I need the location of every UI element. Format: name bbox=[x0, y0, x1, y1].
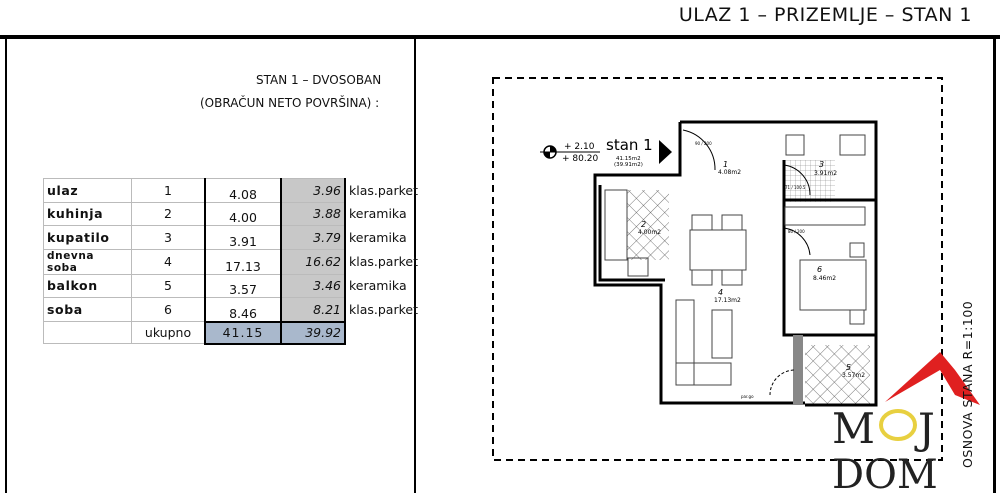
total-label: ukupno bbox=[131, 321, 206, 344]
floor-plan: + 2.10 + 80.20 stan 1 41.15m2 (39.91m2) … bbox=[492, 77, 980, 493]
room-1-area: 4.08m2 bbox=[718, 169, 741, 176]
room-name: kupatilo bbox=[43, 225, 132, 250]
calculation-heading: (OBRAČUN NETO POVRŠINA) : bbox=[200, 96, 380, 110]
room-material: keramika bbox=[349, 229, 407, 245]
door-swings bbox=[682, 129, 811, 396]
unit-net: (39.91m2) bbox=[614, 162, 643, 168]
balcony-floor bbox=[805, 345, 870, 405]
unit-label: stan 1 bbox=[606, 136, 653, 154]
total-area: 41.15 bbox=[204, 320, 282, 345]
room-name: kuhinja bbox=[43, 201, 132, 226]
plot-boundary bbox=[492, 77, 943, 461]
room-number: 2 bbox=[131, 201, 206, 226]
sill-label: par.go bbox=[741, 394, 754, 399]
svg-text:J: J bbox=[914, 404, 935, 453]
room-name: ulaz bbox=[43, 178, 132, 203]
room-5-area: 3.57m2 bbox=[842, 372, 865, 379]
room-net-area: 3.79 bbox=[280, 225, 346, 250]
room-net-area: 3.46 bbox=[280, 273, 346, 298]
total-net: 39.92 bbox=[280, 320, 346, 345]
room-material: keramika bbox=[349, 278, 407, 294]
room-2-no: 2 bbox=[641, 220, 646, 229]
room-area: 3.57 bbox=[204, 273, 282, 298]
svg-text:DOM: DOM bbox=[832, 452, 938, 493]
scale-label: OSNOVA STANA R=1:100 bbox=[960, 300, 975, 468]
room-number: 3 bbox=[131, 225, 206, 250]
total-row: ukupno 41.15 39.92 bbox=[43, 320, 422, 345]
room-net-area: 3.88 bbox=[280, 201, 346, 226]
walls bbox=[593, 120, 878, 407]
level-absolute: + 80.20 bbox=[562, 154, 598, 164]
room-net-area: 8.21 bbox=[280, 297, 346, 322]
room-1-no: 1 bbox=[723, 160, 728, 169]
room-area: 4.08 bbox=[204, 178, 282, 203]
room-6-no: 6 bbox=[817, 265, 822, 274]
room-area: 8.46 bbox=[204, 297, 282, 322]
level-relative: + 2.10 bbox=[564, 142, 595, 152]
room-5-no: 5 bbox=[846, 363, 851, 372]
room-material: klas.parket bbox=[349, 254, 418, 269]
room-material: keramika bbox=[349, 206, 407, 222]
room-2-area: 4.00m2 bbox=[638, 229, 661, 236]
room-name: soba bbox=[43, 297, 132, 322]
unit-gross: 41.15m2 bbox=[616, 156, 641, 162]
room-4-area: 17.13m2 bbox=[714, 297, 741, 304]
room-number: 5 bbox=[131, 273, 206, 298]
room-name: balkon bbox=[43, 273, 132, 298]
entrance-arrow-icon bbox=[659, 140, 672, 164]
room-name: dnevna soba bbox=[43, 248, 132, 275]
room-number: 6 bbox=[131, 297, 206, 322]
room-area: 4.00 bbox=[204, 201, 282, 226]
room-3-area: 3.91m2 bbox=[814, 170, 837, 177]
room-4-no: 4 bbox=[718, 288, 723, 297]
moj-dom-logo: M J DOM bbox=[832, 352, 980, 493]
room-number: 4 bbox=[131, 248, 206, 275]
room-labels: 1 4.08m2 2 4.00m2 3 3.91m2 4 17.13m2 5 3… bbox=[638, 141, 865, 399]
room-net-area: 3.96 bbox=[280, 178, 346, 203]
room-material: klas.parket bbox=[349, 302, 418, 317]
room-number: 1 bbox=[131, 178, 206, 203]
room-area: 3.91 bbox=[204, 225, 282, 250]
kitchen-floor bbox=[627, 190, 669, 260]
apartment-type: STAN 1 – DVOSOBAN bbox=[256, 73, 382, 87]
door-label-bedroom: 80 / 200 bbox=[788, 229, 805, 234]
balcony-wall bbox=[793, 335, 803, 405]
left-border bbox=[5, 37, 7, 493]
header-divider bbox=[0, 35, 1000, 39]
room-material: klas.parket bbox=[349, 182, 418, 198]
room-6-area: 8.46m2 bbox=[813, 275, 836, 282]
door-label-entrance: 90 / 200 bbox=[695, 141, 712, 146]
door-label-bathroom: 71 / 100.5 bbox=[785, 185, 806, 190]
plan-panel-frame bbox=[414, 37, 996, 493]
room-area: 17.13 bbox=[204, 248, 282, 275]
room-net-area: 16.62 bbox=[280, 248, 346, 275]
furniture bbox=[604, 134, 867, 386]
room-3-no: 3 bbox=[819, 160, 824, 169]
svg-text:M: M bbox=[832, 404, 875, 453]
sheet-title: ULAZ 1 – PRIZEMLJE – STAN 1 bbox=[678, 4, 972, 26]
level-marker bbox=[540, 145, 600, 159]
